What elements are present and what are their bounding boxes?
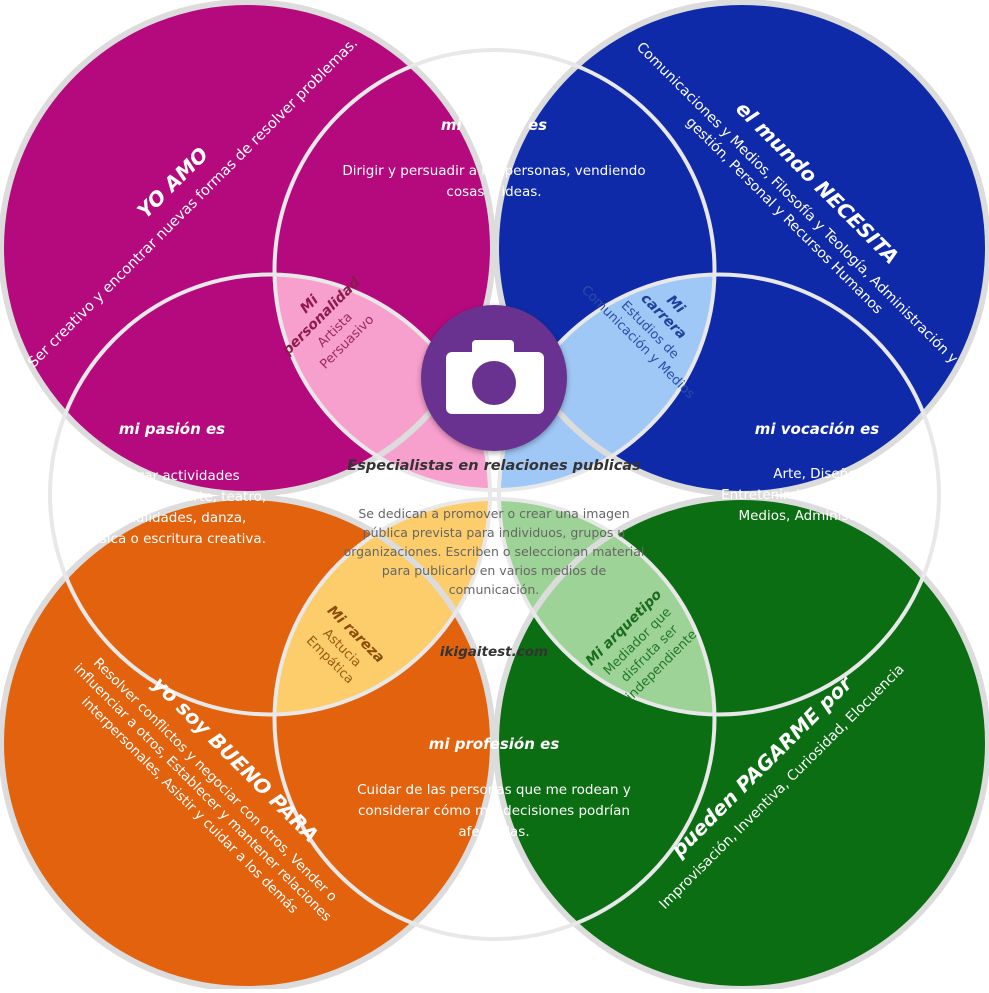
profesion-title: mi profesión es [429, 735, 560, 753]
camera-icon [421, 305, 567, 451]
pasion-line2: creativas como arte, teatro, [78, 489, 266, 505]
mision-title: mi misión es [441, 116, 547, 134]
center-line5: comunicación. [449, 582, 539, 597]
mision-line1: Dirigir y persuadir a las personas, vend… [342, 163, 645, 179]
pasion-title: mi pasión es [119, 420, 225, 438]
pasion-line1: Realizar actividades [104, 468, 239, 484]
vocacion-line3: Medios, Administración [738, 508, 895, 524]
pasion-line4: música o escritura creativa. [78, 531, 266, 547]
profesion-line3: afectarlas. [458, 824, 529, 840]
vocacion-line1: Arte, Diseño, [773, 466, 861, 482]
mision-line2: cosas e ideas. [446, 184, 541, 200]
center-line1: Se dedican a promover o crear una imagen [358, 506, 629, 521]
center-line4: para publicarlo en varios medios de [382, 563, 607, 578]
profesion-line1: Cuidar de las personas que me rodean y [357, 782, 631, 798]
center-line2: pública prevista para individuos, grupos… [363, 525, 626, 540]
vocacion-line2: Entretenimiento, Deportes y [721, 487, 913, 503]
pasion-line3: manualidades, danza, [98, 510, 247, 526]
inner-outlines [48, 48, 941, 941]
site-url[interactable]: ikigaitest.com [440, 644, 548, 660]
center-line3: organizaciones. Escriben o seleccionan m… [344, 544, 645, 559]
profesion-line2: considerar cómo mis decisiones podrían [358, 803, 630, 819]
vocacion-title: mi vocación es [755, 420, 880, 438]
center-title: Especialistas en relaciones publicas [347, 458, 641, 474]
